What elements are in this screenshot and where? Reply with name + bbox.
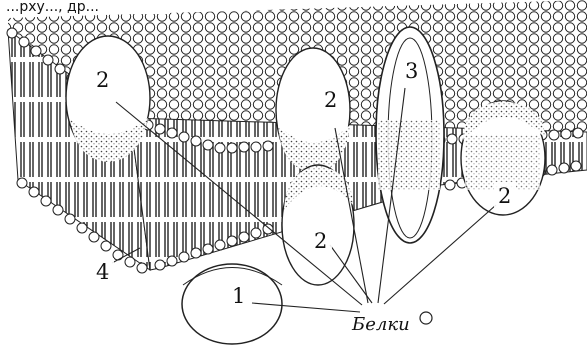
caption-belki: Белки bbox=[351, 314, 410, 335]
label-4: 4 bbox=[96, 260, 109, 284]
label-1: 1 bbox=[232, 284, 245, 308]
label-3: 3 bbox=[405, 59, 418, 83]
header-fragment: ...рху..., др... bbox=[6, 0, 99, 15]
label-2-right: 2 bbox=[498, 184, 511, 208]
protein-2-topleft bbox=[66, 36, 150, 162]
label-2-center-lower: 2 bbox=[314, 229, 327, 253]
protein-2-center-lower bbox=[282, 165, 354, 285]
caption-circle-mark bbox=[420, 312, 432, 324]
label-2-center-upper: 2 bbox=[324, 88, 337, 112]
label-2-topleft: 2 bbox=[96, 68, 109, 92]
